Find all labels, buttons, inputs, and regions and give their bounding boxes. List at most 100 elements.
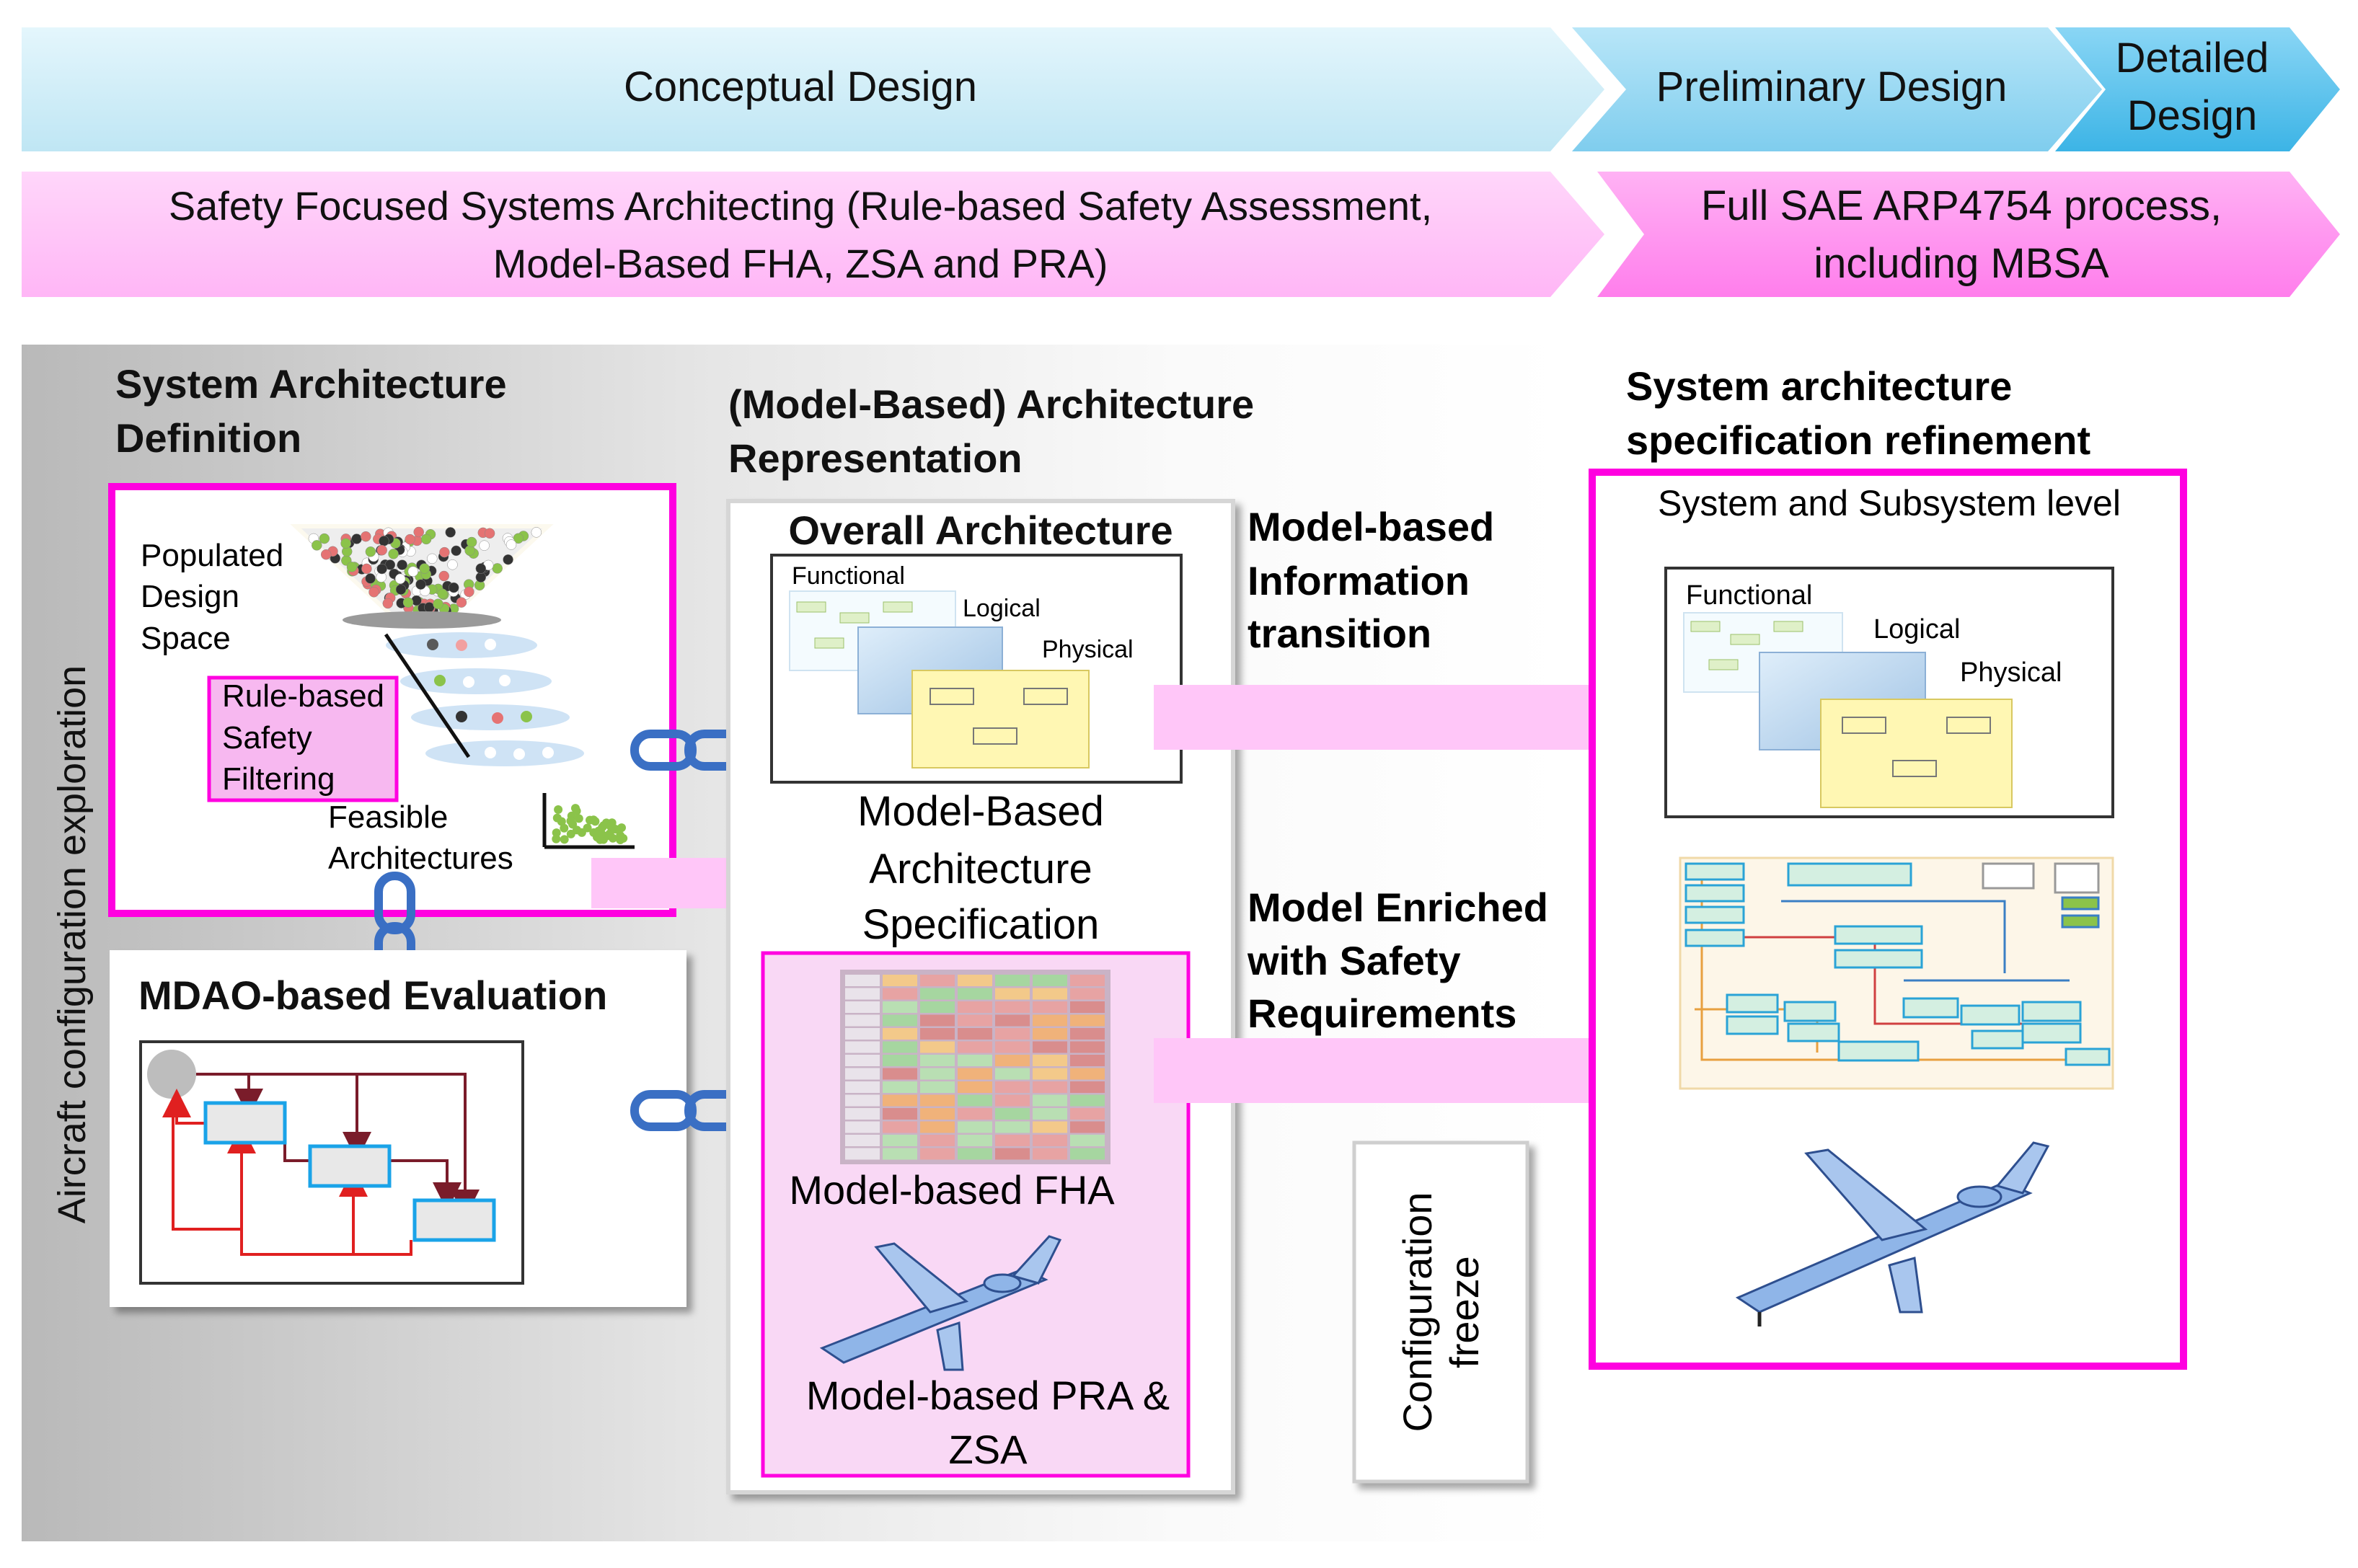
feasible-point [603, 831, 612, 841]
sad-title-line1: System Architecture [115, 361, 507, 407]
fha-cell [1033, 988, 1067, 1000]
fha-cell [1033, 1108, 1067, 1120]
fha-cell [958, 1041, 992, 1053]
schematic-block [2021, 1022, 2082, 1044]
mdao-title: MDAO-based Evaluation [138, 973, 607, 1018]
fha-cell [1033, 1001, 1067, 1013]
fha-cell [958, 1108, 992, 1120]
fha-cell [1070, 1121, 1105, 1133]
design-point [382, 598, 394, 609]
fha-cell [883, 1121, 917, 1133]
design-point [451, 545, 462, 557]
schematic-block [2021, 1001, 2082, 1022]
fha-cell [995, 975, 1030, 986]
fha-cell [845, 1121, 880, 1133]
fha-cell [995, 1148, 1030, 1160]
populated-label-line3: Space [141, 621, 231, 656]
fha-cell [1033, 1028, 1067, 1040]
design-point [379, 536, 389, 546]
info-transition-line2: Information [1248, 558, 1470, 603]
schematic-block [2065, 1047, 2111, 1066]
fha-cell [920, 1108, 955, 1120]
fha-cell [995, 1081, 1030, 1093]
fha-cell [845, 1055, 880, 1066]
schematic-block [2054, 862, 2100, 894]
fha-cell [883, 1094, 917, 1107]
schematic-block [2061, 914, 2100, 929]
fha-cell [920, 1028, 955, 1040]
fha-cell [958, 1081, 992, 1093]
aircraft-cutaway-right-icon [1735, 1141, 2050, 1326]
enriched-line3: Requirements [1248, 991, 1516, 1036]
fha-cell [958, 1028, 992, 1040]
fha-cell [1070, 1055, 1105, 1066]
feasible-point [552, 834, 561, 843]
schematic-block [1960, 1004, 2021, 1026]
aircraft-cutaway-left-icon [819, 1235, 1062, 1371]
phase-banner: Conceptual Design Preliminary Design Det… [22, 27, 2340, 151]
design-point [395, 584, 407, 595]
design-point [503, 554, 513, 565]
detailed-phase-label-line1: Detailed [2116, 35, 2269, 81]
overall-functional-label: Functional [792, 562, 905, 590]
design-point [376, 563, 387, 575]
fha-cell [1070, 1041, 1105, 1053]
fha-cell [1070, 1094, 1105, 1107]
design-point [531, 527, 542, 538]
fha-cell [883, 1055, 917, 1066]
fha-cell [958, 1121, 992, 1133]
fha-cell [845, 1135, 880, 1146]
freeze-line1: Configuration [1395, 1192, 1440, 1432]
fha-cell [845, 975, 880, 986]
fha-cell [1070, 1068, 1105, 1080]
design-point [492, 563, 503, 574]
fha-cell [995, 1001, 1030, 1013]
fha-cell [845, 988, 880, 1000]
schematic-block [1834, 925, 1923, 945]
rule-filter-box [207, 676, 399, 802]
fha-cell [995, 1108, 1030, 1120]
fha-cell [883, 1041, 917, 1053]
fha-cell [1070, 1001, 1105, 1013]
feasible-point [572, 807, 581, 815]
design-space-points [308, 526, 542, 616]
design-point [368, 587, 379, 598]
design-point [438, 570, 449, 582]
feasible-point [560, 823, 569, 833]
design-point [449, 582, 459, 593]
fha-cell [845, 1108, 880, 1120]
refinement-logical-label: Logical [1873, 614, 1960, 645]
sad-title-line2: Definition [115, 415, 301, 461]
fha-cell [883, 975, 917, 986]
fha-cell [920, 1041, 955, 1053]
fha-cell [1033, 1055, 1067, 1066]
design-point [415, 579, 426, 590]
schematic-block [1684, 862, 1745, 881]
info-transition-arrow [1154, 652, 1705, 782]
fha-cell [1033, 1148, 1067, 1160]
fha-cell [883, 1001, 917, 1013]
fha-cell [958, 1148, 992, 1160]
design-point [439, 546, 450, 558]
spec-label-line1: Model-Based [857, 788, 1104, 835]
detailed-phase-label-line2: Design [2127, 92, 2258, 139]
schematic-block [1837, 1040, 1920, 1062]
fha-cell [1070, 975, 1105, 986]
schematic-block [2061, 896, 2100, 911]
fha-cell [920, 1068, 955, 1080]
freeze-line2: freeze [1441, 1256, 1487, 1368]
fha-cell [845, 1001, 880, 1013]
preliminary-phase-arrow [1572, 27, 2102, 151]
fha-cell [995, 1121, 1030, 1133]
design-space-panel: Populated Design Space Rule-based Safety… [108, 483, 676, 917]
fha-cell [1070, 1148, 1105, 1160]
fha-cell [1070, 988, 1105, 1000]
feasible-point [574, 814, 583, 823]
overall-logical-label: Logical [963, 595, 1041, 622]
fha-cell [1070, 1028, 1105, 1040]
fha-cell [1070, 1014, 1105, 1027]
fha-cell [883, 1068, 917, 1080]
fha-cell [920, 1055, 955, 1066]
schematic-block [1726, 1015, 1779, 1035]
